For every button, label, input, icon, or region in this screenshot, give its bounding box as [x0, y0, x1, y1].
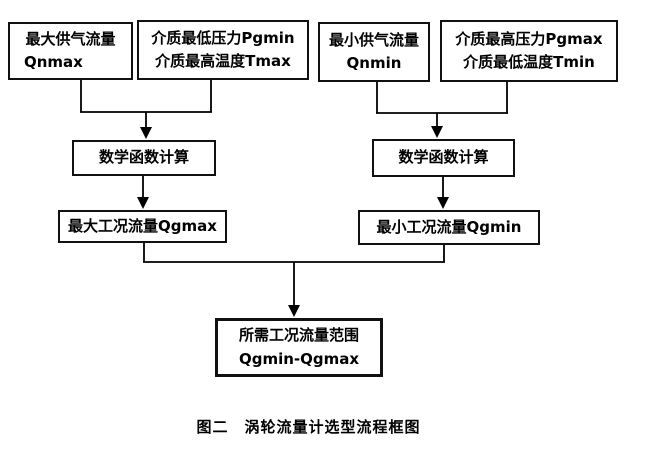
arrowhead-qgmax — [137, 197, 149, 209]
node-max-supply-flow: 最大供气流量 Qnmax — [8, 22, 133, 80]
node-required-flow-range: 所需工况流量范围 Qgmin-Qgmax — [215, 318, 383, 377]
node-min-temp-label: 介质最低温度Tmin — [463, 53, 595, 71]
node-min-operating-flow-label: 最小工况流量Qgmin — [376, 217, 522, 236]
node-required-flow-range-symbol: Qgmin-Qgmax — [238, 349, 360, 368]
node-medium-max-pressure-min-temp: 介质最高压力Pgmax 介质最低温度Tmin — [440, 20, 618, 82]
node-min-supply-flow: 最小供气流量 Qnmin — [318, 22, 430, 82]
node-max-pressure-label: 介质最高压力Pgmax — [455, 29, 603, 48]
node-min-operating-flow: 最小工况流量Qgmin — [358, 210, 540, 245]
figure-caption: 图二 涡轮流量计选型流程框图 — [196, 418, 421, 436]
node-required-flow-range-label: 所需工况流量范围 — [238, 326, 359, 345]
node-max-supply-flow-symbol: Qnmax — [24, 53, 83, 71]
merge-connector-bottom — [143, 243, 445, 307]
node-math-calc-left-label: 数学函数计算 — [98, 148, 189, 167]
node-math-calc-right-label: 数学函数计算 — [398, 148, 489, 167]
node-max-supply-flow-label: 最大供气流量 — [25, 29, 116, 48]
node-min-pressure-label: 介质最低压力Pgmin — [151, 28, 295, 47]
arrowhead-range — [288, 305, 300, 317]
node-max-operating-flow-label: 最大工况流量Qgmax — [68, 216, 217, 235]
arrowhead-qgmin — [437, 197, 449, 209]
merge-connector-left-top — [80, 80, 212, 129]
node-max-temp-label: 介质最高温度Tmax — [155, 52, 291, 70]
node-math-calc-right: 数学函数计算 — [372, 139, 515, 177]
node-min-supply-flow-symbol: Qnmin — [346, 54, 402, 72]
arrowhead-right-top — [431, 126, 443, 138]
node-max-operating-flow: 最大工况流量Qgmax — [58, 210, 227, 243]
node-min-supply-flow-label: 最小供气流量 — [328, 30, 419, 49]
arrowhead-left-top — [140, 127, 152, 139]
node-math-calc-left: 数学函数计算 — [72, 140, 216, 176]
merge-connector-right-top — [376, 82, 508, 128]
node-medium-min-pressure-max-temp: 介质最低压力Pgmin 介质最高温度Tmax — [137, 20, 309, 80]
